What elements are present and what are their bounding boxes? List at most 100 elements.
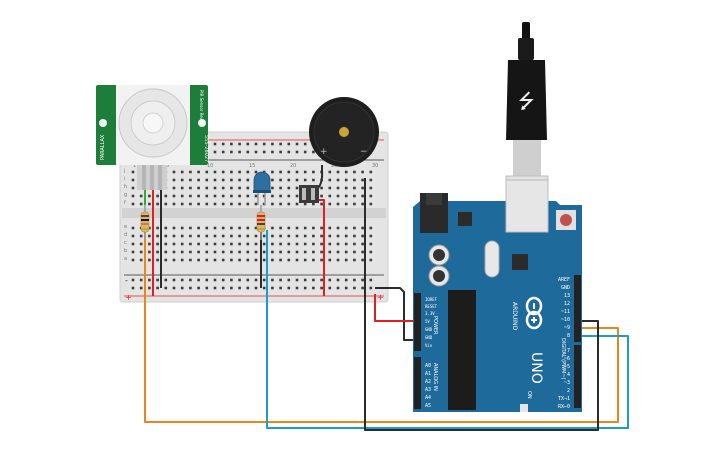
breadboard-hole (369, 250, 373, 254)
breadboard-hole (320, 242, 323, 246)
breadboard-hole (156, 234, 159, 238)
row-letter: i (124, 176, 125, 182)
breadboard-hole (238, 242, 241, 246)
breadboard-hole (320, 226, 323, 230)
breadboard-hole (328, 194, 332, 198)
breadboard-hole (205, 286, 209, 290)
breadboard-hole (156, 226, 159, 230)
piezo-buzzer[interactable]: + − (309, 97, 379, 167)
breadboard-hole (287, 226, 291, 230)
breadboard-hole (172, 286, 176, 290)
section-analog: ANALOG IN (432, 363, 438, 391)
breadboard-hole (344, 286, 348, 290)
breadboard-hole (328, 278, 332, 282)
breadboard-hole (295, 178, 299, 182)
resistor-led[interactable] (256, 205, 266, 240)
breadboard-hole (139, 234, 143, 238)
breadboard-hole (320, 194, 323, 198)
breadboard-hole (164, 234, 168, 238)
breadboard-hole (164, 194, 168, 198)
breadboard-hole (246, 226, 250, 230)
wire-orange[interactable] (144, 232, 619, 423)
breadboard-hole (148, 194, 151, 198)
breadboard-hole (221, 170, 225, 174)
breadboard-hole (197, 286, 200, 290)
breadboard-hole (262, 194, 266, 198)
breadboard-hole (328, 178, 332, 182)
led-blue[interactable] (253, 171, 271, 205)
breadboard-hole (213, 194, 217, 198)
arduino-uno[interactable]: UNO ARDUINO ON POWER ANALOG IN DIGITAL (… (413, 179, 582, 412)
breadboard-hole (279, 226, 282, 230)
breadboard-hole (197, 226, 200, 230)
pin-label: 12 (564, 301, 570, 307)
breadboard-hole (254, 202, 258, 206)
breadboard-hole (180, 202, 184, 206)
breadboard-hole (246, 286, 250, 290)
breadboard-hole (279, 250, 282, 254)
breadboard-hole (287, 186, 291, 190)
breadboard-hole (279, 242, 282, 246)
breadboard-hole (312, 202, 315, 206)
breadboard-hole (139, 258, 143, 262)
breadboard-hole (238, 258, 241, 262)
wire-black-gnd[interactable] (375, 287, 418, 341)
breadboard-hole (213, 250, 217, 254)
pin-label: 3.3V (425, 311, 435, 316)
breadboard-hole (254, 142, 258, 146)
breadboard-hole (287, 194, 291, 198)
rail-plus-bottom-right: + (377, 293, 384, 302)
digital-bottom-pin-labels: 7 ~6 ~5 4 ~3 2 TX→1 RX←0 (558, 348, 570, 410)
column-number: 15 (249, 163, 255, 169)
breadboard-hole (287, 150, 291, 154)
breadboard-hole (230, 142, 233, 146)
pir-sensor[interactable]: PARALLAX PIR Sensor Rev B 555-28027 (96, 85, 209, 190)
breadboard-hole (303, 202, 307, 206)
breadboard-hole (246, 142, 250, 146)
breadboard-hole (164, 226, 168, 230)
breadboard-hole (246, 186, 250, 190)
wire-cyan[interactable] (266, 230, 629, 429)
breadboard-hole (369, 258, 373, 262)
breadboard-hole (361, 178, 364, 182)
breadboard-hole (230, 178, 233, 182)
breadboard-hole (172, 250, 176, 254)
breadboard-hole (344, 258, 348, 262)
breadboard-hole (303, 286, 307, 290)
breadboard-hole (312, 234, 315, 238)
breadboard-hole (221, 142, 225, 146)
breadboard-hole (320, 258, 323, 262)
usb-icon: ⭍ (518, 89, 535, 113)
breadboard-hole (205, 194, 209, 198)
resistor-pir[interactable] (140, 205, 150, 240)
breadboard-hole (131, 170, 135, 174)
breadboard-hole (230, 250, 233, 254)
breadboard-hole (328, 286, 332, 290)
wire-black-long[interactable] (364, 178, 599, 431)
breadboard-hole (246, 178, 250, 182)
breadboard-hole (238, 150, 241, 154)
breadboard-hole (156, 278, 159, 282)
breadboard-hole (303, 142, 307, 146)
breadboard-hole (205, 278, 209, 282)
breadboard-hole (172, 202, 176, 206)
breadboard-hole (361, 170, 364, 174)
breadboard-hole (271, 242, 274, 246)
breadboard-hole (221, 186, 225, 190)
breadboard-hole (164, 242, 168, 246)
wire-red-5v[interactable] (374, 294, 418, 322)
breadboard-hole (189, 278, 192, 282)
breadboard-hole (246, 194, 250, 198)
breadboard-hole (353, 186, 356, 190)
breadboard-hole (180, 170, 184, 174)
breadboard-hole (230, 258, 233, 262)
breadboard-hole (336, 202, 340, 206)
breadboard-hole (238, 286, 241, 290)
pin-label: A2 (425, 379, 431, 385)
breadboard-hole (148, 258, 151, 262)
breadboard-hole (139, 242, 143, 246)
pin-label: Vin (425, 343, 433, 348)
breadboard-hole (295, 186, 299, 190)
breadboard-hole (172, 186, 176, 190)
breadboard-hole (180, 286, 184, 290)
